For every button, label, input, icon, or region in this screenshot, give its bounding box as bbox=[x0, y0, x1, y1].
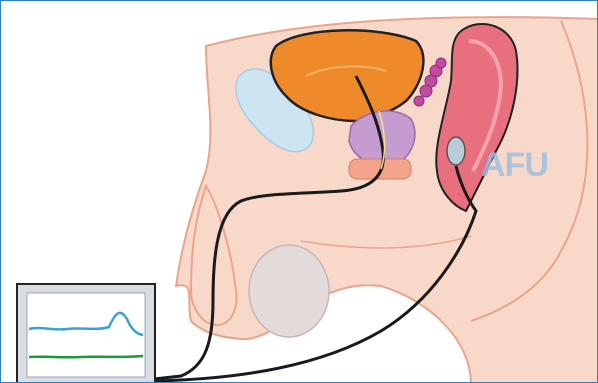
monitor-icon bbox=[17, 284, 155, 383]
rectal-balloon bbox=[447, 137, 465, 165]
testis bbox=[249, 245, 329, 337]
emg-trace bbox=[29, 356, 143, 357]
watermark-logo: AFU bbox=[481, 146, 548, 185]
monitor-screen bbox=[27, 293, 145, 377]
